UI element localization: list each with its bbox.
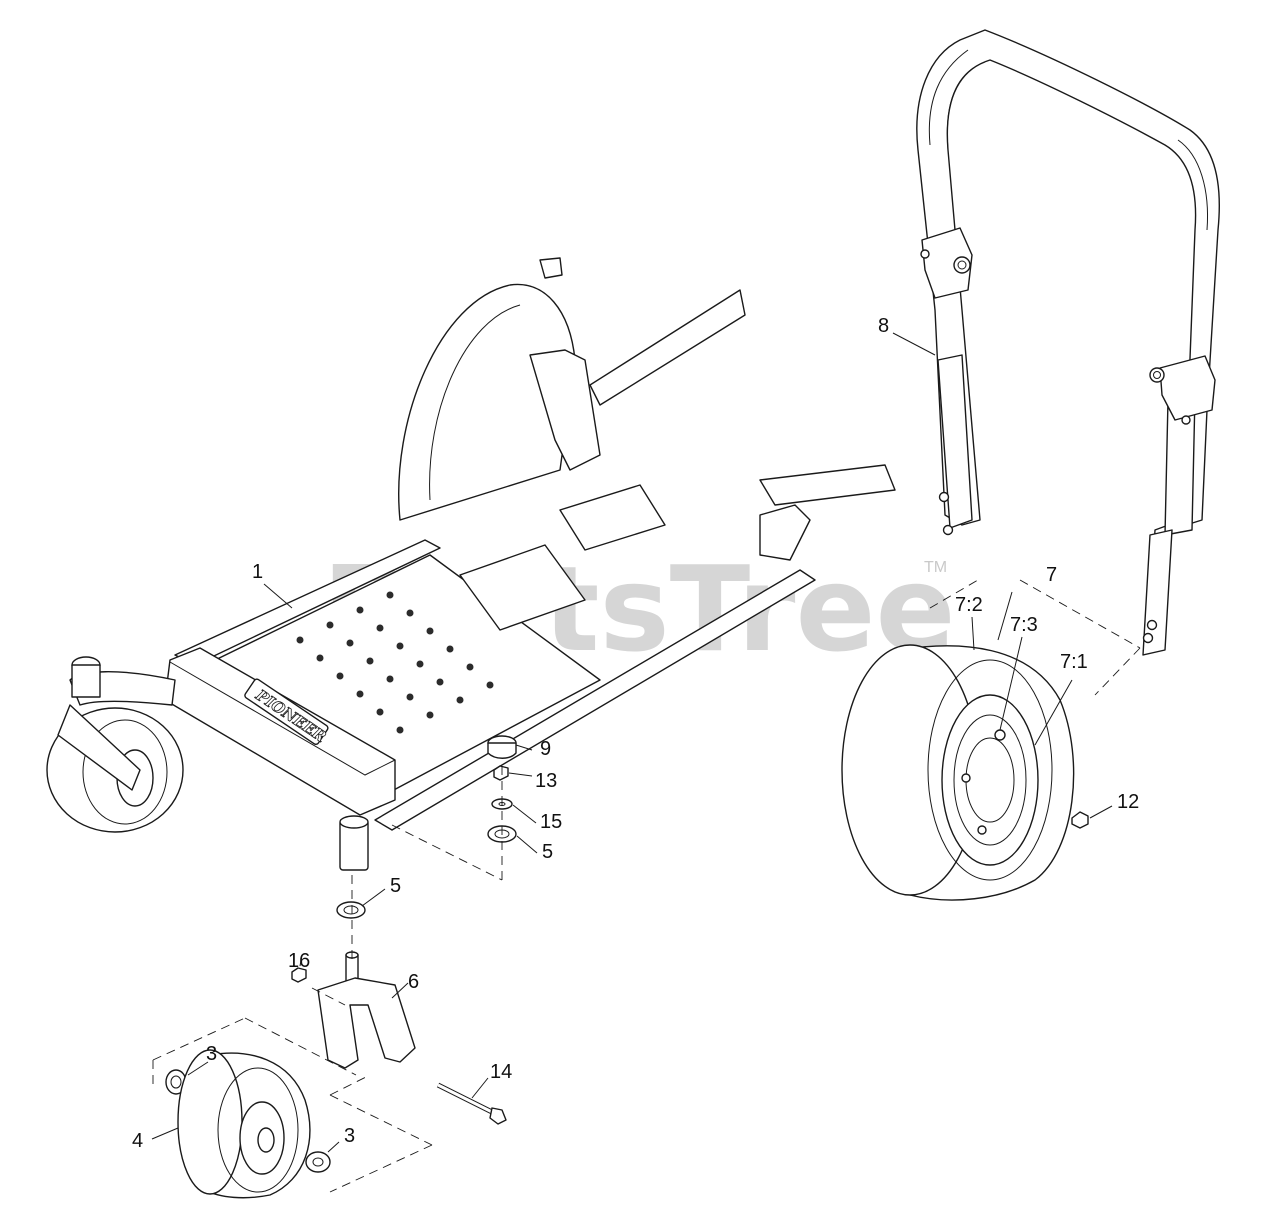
- callout-7-3: 7:3: [1010, 614, 1038, 636]
- callout-13: 13: [535, 770, 557, 792]
- callout-6: 6: [408, 971, 419, 993]
- part-14-axle-bolt[interactable]: [436, 1082, 507, 1125]
- callout-7: 7: [1046, 564, 1057, 586]
- callout-leaders: [151, 332, 1113, 1153]
- callout-14: 14: [490, 1061, 512, 1083]
- callout-15: 15: [540, 811, 562, 833]
- drive-tire-assembly[interactable]: [841, 644, 1075, 901]
- callout-8: 8: [878, 315, 889, 337]
- roll-bar[interactable]: [916, 29, 1220, 656]
- callout-12: 12: [1117, 791, 1139, 813]
- part-6-caster-fork[interactable]: [317, 951, 416, 1069]
- part-9-cap[interactable]: [487, 735, 517, 759]
- callout-3-left: 3: [206, 1043, 217, 1065]
- frame-caster-assembly: [46, 656, 184, 833]
- part-12-lug-nut[interactable]: [1071, 811, 1089, 829]
- part-13-nut[interactable]: [493, 765, 509, 781]
- callout-7-1: 7:1: [1060, 651, 1088, 673]
- part-3-spacer-right[interactable]: [305, 1151, 331, 1173]
- callout-9: 9: [540, 738, 551, 760]
- watermark-trademark: TM: [924, 559, 947, 576]
- part-4-caster-wheel[interactable]: [177, 1049, 311, 1199]
- main-frame[interactable]: PIONEER: [164, 257, 896, 871]
- part-16-nut[interactable]: [291, 967, 307, 983]
- callout-7-2: 7:2: [955, 594, 983, 616]
- assembly-guide-lines: [152, 579, 1141, 1193]
- part-5-bearing-lower[interactable]: [336, 901, 366, 919]
- callout-5-upper: 5: [542, 841, 553, 863]
- callout-5-lower: 5: [390, 875, 401, 897]
- callout-1: 1: [252, 561, 263, 583]
- floor-perforations: [296, 591, 494, 734]
- callout-4: 4: [132, 1130, 143, 1152]
- callout-3-right: 3: [344, 1125, 355, 1147]
- callout-labels: 1 3 3 4 5 5 6 7 7:1 7:2 7:3 8 9 12 13 14…: [132, 315, 1139, 1152]
- callout-16: 16: [288, 950, 310, 972]
